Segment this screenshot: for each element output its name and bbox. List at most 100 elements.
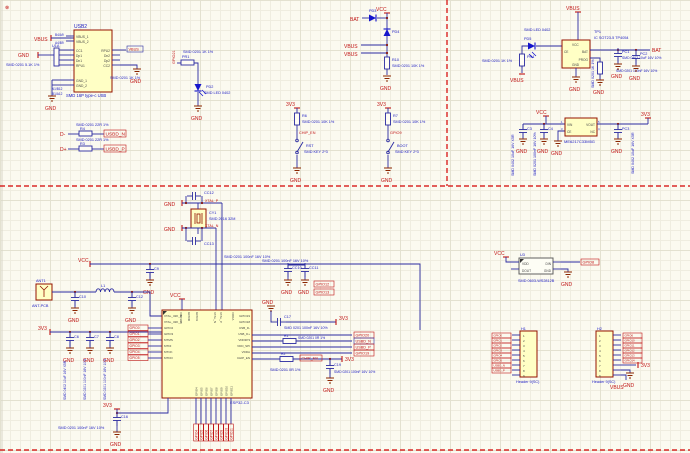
txt[interactable]: 5 — [523, 354, 525, 358]
header2-body[interactable] — [595, 330, 614, 378]
txt[interactable]: B1/A12 — [52, 92, 63, 96]
wire[interactable] — [505, 257, 519, 263]
txt[interactable]: GND — [551, 151, 563, 157]
txt[interactable]: C10 — [79, 295, 86, 299]
txt[interactable]: SMD KEY 2*3 — [304, 150, 328, 154]
header1-ref[interactable]: H1 — [521, 327, 526, 331]
txt[interactable]: DIN — [546, 262, 552, 266]
txt[interactable]: SMD 0201 100nF 16V 10% — [103, 359, 107, 400]
pulldown-resistor[interactable] — [384, 56, 390, 70]
power-or-diode[interactable] — [369, 14, 377, 22]
txt[interactable]: SMD 0201 22R 1% — [76, 123, 109, 127]
txt[interactable]: VDD_SPI — [237, 344, 250, 348]
txt[interactable]: C3 — [527, 127, 532, 131]
chip-en-resistor[interactable] — [279, 356, 294, 362]
txt[interactable]: 2 — [599, 339, 601, 343]
net-label-bat[interactable]: BAT — [350, 17, 359, 23]
dot[interactable] — [200, 201, 204, 205]
txt[interactable]: VCC — [494, 251, 505, 257]
txt[interactable]: 6 — [599, 359, 601, 363]
net-label-gpio20[interactable]: GPIO20 — [353, 331, 375, 339]
txt[interactable]: Dp1 — [76, 54, 82, 58]
txt[interactable]: PR1 — [182, 55, 189, 59]
gnd[interactable] — [146, 279, 154, 286]
txt[interactable]: SMD LED 0402 — [524, 28, 550, 32]
txt[interactable]: Dp2 — [104, 59, 110, 63]
wire[interactable] — [117, 398, 169, 414]
txt[interactable]: GPIO4 — [195, 387, 199, 396]
txt[interactable]: GND — [262, 300, 274, 306]
gnd[interactable] — [301, 279, 309, 286]
txt[interactable]: SMD 0201 10K 1% — [392, 64, 425, 68]
txt[interactable]: BAT — [582, 50, 588, 54]
txt[interactable]: GND — [281, 290, 293, 296]
txt[interactable]: C6 — [74, 335, 79, 339]
net-label-gpio4[interactable]: GPIO4 — [127, 348, 149, 355]
txt[interactable]: GND — [629, 76, 641, 82]
net-label-xtal-n[interactable]: XTAL_N — [205, 224, 219, 228]
txt[interactable]: R10 — [392, 58, 399, 62]
txt[interactable]: VCC — [78, 258, 89, 264]
txt[interactable]: XTAL_P — [219, 312, 223, 323]
txt[interactable]: PC3 — [622, 127, 629, 131]
boot-pullup-resistor[interactable] — [385, 112, 391, 126]
txt[interactable]: VBUS — [344, 44, 358, 50]
txt[interactable]: MTMS — [164, 338, 173, 342]
net-label-dplus[interactable]: D+ — [60, 147, 67, 153]
usb-series-resistor[interactable] — [78, 145, 93, 152]
net-label-usbd-n[interactable]: USBD_N — [103, 129, 127, 138]
gnd[interactable] — [48, 95, 56, 102]
net-label-gpio11[interactable]: GPIO11 — [622, 342, 643, 349]
gnd[interactable] — [632, 65, 640, 72]
txt[interactable]: CC11 — [309, 266, 318, 270]
txt[interactable]: GPIO6 — [205, 387, 209, 396]
xtal-load-cap[interactable] — [187, 192, 201, 200]
power-label-vcc[interactable]: VCC — [376, 7, 387, 13]
txt[interactable]: C9 — [154, 267, 159, 271]
esp32-chip-body[interactable] — [161, 309, 253, 399]
net-label-usbd-p[interactable]: USBD_P — [103, 144, 127, 153]
net-label-gpio8[interactable]: GPIO8 — [580, 258, 600, 266]
txt[interactable]: C12 — [136, 295, 143, 299]
gnd[interactable] — [113, 431, 121, 438]
txt[interactable]: SMD 0201 0R 1% — [270, 368, 301, 372]
txt[interactable]: GND — [103, 358, 115, 364]
net-label-chip-en[interactable]: CHIP_EN — [299, 131, 316, 135]
txt[interactable]: VBUS — [510, 78, 524, 84]
net-label-gpio5[interactable]: GPIO5 — [127, 354, 149, 361]
stubs[interactable] — [512, 334, 520, 376]
txt[interactable]: VBUS_1 — [76, 35, 89, 39]
net-label-usbd-n[interactable]: USBD_N — [491, 362, 512, 369]
txt[interactable]: GND — [544, 269, 552, 273]
txt[interactable]: CC1 — [76, 49, 83, 53]
stubs[interactable] — [511, 261, 519, 270]
charger-ic-ref[interactable]: TP1 — [594, 30, 601, 34]
txt[interactable]: R2 — [281, 352, 286, 356]
wire[interactable] — [590, 57, 601, 62]
txt[interactable]: VBUS — [610, 385, 624, 391]
txt[interactable]: 3V3 — [641, 363, 650, 369]
net-label-gpio13[interactable]: GPIO13 — [313, 288, 335, 296]
txt[interactable]: GND — [164, 202, 176, 208]
wire[interactable] — [120, 64, 138, 69]
net-label-gpio6[interactable]: GPIO6 — [622, 332, 643, 339]
net-label-gpio9[interactable]: GPIO9 — [218, 423, 224, 442]
ldo-regulator-body[interactable] — [564, 117, 598, 137]
net-label-dminus[interactable]: D- — [60, 132, 66, 138]
txt[interactable]: PD2 — [206, 85, 213, 89]
txt[interactable]: 2 — [523, 339, 525, 343]
txt[interactable]: C7 — [94, 335, 99, 339]
txt[interactable]: XTAL_32K_N — [164, 320, 182, 324]
txt[interactable]: GND — [516, 149, 528, 155]
txt[interactable]: SMD LED 0402 — [204, 91, 230, 95]
txt[interactable]: A1/B12 — [52, 87, 63, 91]
no-erc-marker[interactable]: ⊗ — [5, 5, 9, 11]
net-label-gpio10[interactable]: GPIO10 — [622, 337, 643, 344]
stubs[interactable] — [112, 49, 120, 66]
power-or-diode[interactable] — [383, 28, 391, 36]
txt[interactable]: SMD 0201 100nF 16V 10% — [334, 370, 375, 374]
txt[interactable]: GPIO10 — [225, 385, 229, 396]
txt[interactable]: R1 — [284, 334, 289, 338]
txt[interactable]: 3 — [523, 344, 525, 348]
net-label-gpio5[interactable]: GPIO5 — [198, 423, 204, 442]
